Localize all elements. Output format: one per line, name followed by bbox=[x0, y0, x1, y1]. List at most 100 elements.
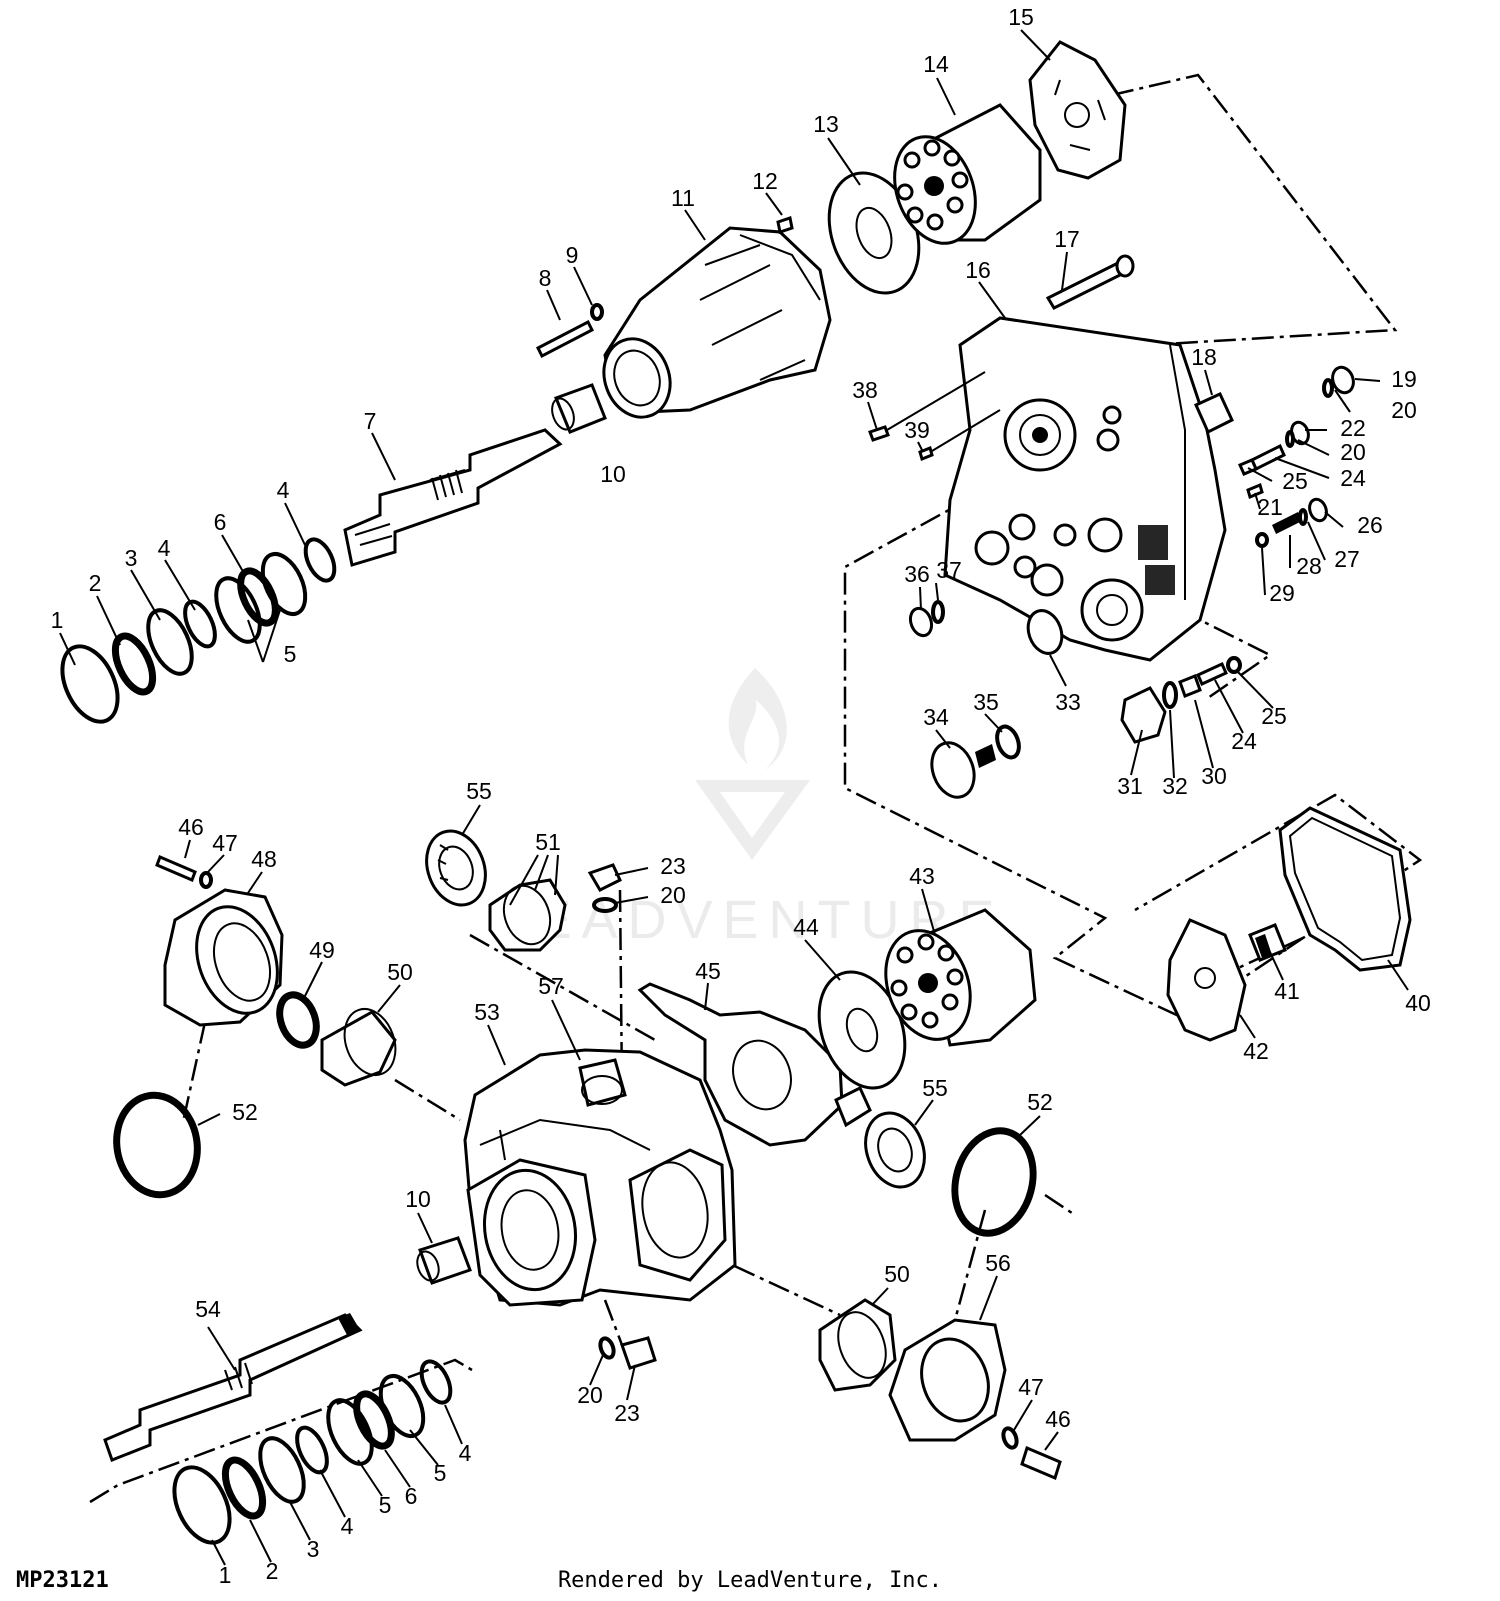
callout-18: 18 bbox=[1191, 344, 1217, 370]
o-ring-20-a bbox=[1322, 378, 1334, 398]
callout-53: 53 bbox=[474, 999, 500, 1025]
callout-30: 30 bbox=[1201, 763, 1227, 789]
callout-42: 42 bbox=[1243, 1038, 1269, 1064]
o-ring-20-b bbox=[1285, 430, 1295, 448]
bearing-cone-55-lower bbox=[864, 1111, 926, 1189]
callout-35: 35 bbox=[973, 689, 999, 715]
needle-bearing-10-lower bbox=[418, 1236, 472, 1285]
callout-23: 23 bbox=[660, 853, 686, 879]
callout-5: 5 bbox=[284, 641, 297, 667]
ring-4-upper-a bbox=[183, 599, 217, 649]
snap-ring-1-upper bbox=[60, 644, 120, 724]
o-ring-27 bbox=[1298, 508, 1308, 526]
callout-54: 54 bbox=[195, 1296, 221, 1322]
port-hatch-a bbox=[1138, 525, 1168, 560]
bolt-8 bbox=[535, 319, 595, 359]
watermark-v-icon bbox=[695, 780, 810, 860]
snap-ring-1-lower bbox=[172, 1465, 232, 1545]
callout-22: 22 bbox=[1340, 415, 1366, 441]
upper-shaft-assembly bbox=[60, 383, 607, 724]
callout-48: 48 bbox=[251, 846, 277, 872]
washer-5-lower-a bbox=[326, 1398, 374, 1466]
callout-26: 26 bbox=[1357, 512, 1383, 538]
callout-55: 55 bbox=[922, 1075, 948, 1101]
upper-housing-assembly bbox=[535, 40, 1127, 419]
washer-5-upper-b bbox=[260, 552, 308, 616]
ring-4-lower-b bbox=[419, 1359, 453, 1405]
callout-4: 4 bbox=[341, 1513, 354, 1539]
pin-21 bbox=[1246, 482, 1264, 500]
callout-29: 29 bbox=[1269, 580, 1295, 606]
callout-7: 7 bbox=[364, 408, 377, 434]
bearing-cup-50-right bbox=[818, 1298, 897, 1392]
callout-17: 17 bbox=[1054, 226, 1080, 252]
callout-4: 4 bbox=[459, 1440, 472, 1466]
callout-24: 24 bbox=[1231, 728, 1257, 754]
o-ring-32 bbox=[1162, 681, 1178, 709]
callout-47: 47 bbox=[1018, 1374, 1044, 1400]
o-ring-52-right bbox=[951, 1127, 1037, 1237]
callout-20: 20 bbox=[660, 882, 686, 908]
plug-36 bbox=[908, 606, 934, 638]
seal-2-lower bbox=[221, 1456, 267, 1520]
ring-4-upper-b bbox=[303, 537, 337, 583]
callout-6: 6 bbox=[405, 1483, 418, 1509]
callout-43: 43 bbox=[909, 863, 935, 889]
callout-4: 4 bbox=[158, 535, 171, 561]
callout-14: 14 bbox=[923, 51, 949, 77]
callout-56: 56 bbox=[985, 1250, 1011, 1276]
spring-24-lower bbox=[1196, 662, 1228, 686]
callout-38: 38 bbox=[852, 377, 878, 403]
diagram-code: MP23121 bbox=[16, 1568, 109, 1593]
callout-6: 6 bbox=[214, 509, 227, 535]
callout-8: 8 bbox=[539, 265, 552, 291]
o-ring-37 bbox=[931, 600, 945, 624]
bolt-17 bbox=[1045, 260, 1129, 310]
callout-15: 15 bbox=[1008, 4, 1034, 30]
o-ring-35 bbox=[995, 724, 1021, 760]
callout-3: 3 bbox=[125, 545, 138, 571]
callout-40: 40 bbox=[1405, 990, 1431, 1016]
pin-39 bbox=[918, 445, 934, 462]
callout-20: 20 bbox=[577, 1382, 603, 1408]
plug-23-lower bbox=[620, 1336, 657, 1370]
callout-37: 37 bbox=[936, 557, 962, 583]
callout-33: 33 bbox=[1055, 689, 1081, 715]
callout-5: 5 bbox=[434, 1460, 447, 1486]
callout-36: 36 bbox=[904, 561, 930, 587]
callout-10: 10 bbox=[405, 1186, 431, 1212]
ring-4-lower-a bbox=[295, 1425, 329, 1475]
callout-11: 11 bbox=[671, 185, 695, 211]
washer-9 bbox=[590, 303, 604, 321]
callout-3: 3 bbox=[307, 1536, 320, 1562]
callout-46: 46 bbox=[1045, 1406, 1071, 1432]
washer-3-lower bbox=[258, 1436, 306, 1504]
callout-39: 39 bbox=[904, 417, 930, 443]
callout-12: 12 bbox=[752, 168, 778, 194]
callout-41: 41 bbox=[1274, 978, 1300, 1004]
callout-16: 16 bbox=[965, 257, 991, 283]
callout-labels: 1 2 3 4 4 5 5 6 7 8 9 10 11 12 13 14 15 … bbox=[51, 4, 1431, 1588]
callout-45: 45 bbox=[695, 958, 721, 984]
plug-31 bbox=[1120, 686, 1167, 744]
washer-47-lower bbox=[1001, 1426, 1019, 1450]
shaft-54 bbox=[103, 1313, 363, 1462]
callout-1: 1 bbox=[219, 1562, 232, 1588]
bolt-46-upper bbox=[155, 855, 197, 882]
callout-24: 24 bbox=[1340, 465, 1366, 491]
ball-29 bbox=[1255, 532, 1269, 548]
bearing-cup-51 bbox=[488, 878, 567, 952]
callout-25: 25 bbox=[1261, 703, 1287, 729]
callout-20: 20 bbox=[1391, 397, 1417, 423]
bearing-18 bbox=[1194, 392, 1234, 435]
callout-57: 57 bbox=[538, 973, 564, 999]
callout-19: 19 bbox=[1391, 366, 1417, 392]
callout-9: 9 bbox=[566, 242, 579, 268]
washer-5-upper-a bbox=[214, 576, 262, 644]
callout-47: 47 bbox=[212, 830, 238, 856]
ball-25-lower bbox=[1226, 656, 1242, 674]
pin-38 bbox=[868, 425, 890, 442]
callout-51: 51 bbox=[535, 829, 561, 855]
callout-50: 50 bbox=[387, 959, 413, 985]
